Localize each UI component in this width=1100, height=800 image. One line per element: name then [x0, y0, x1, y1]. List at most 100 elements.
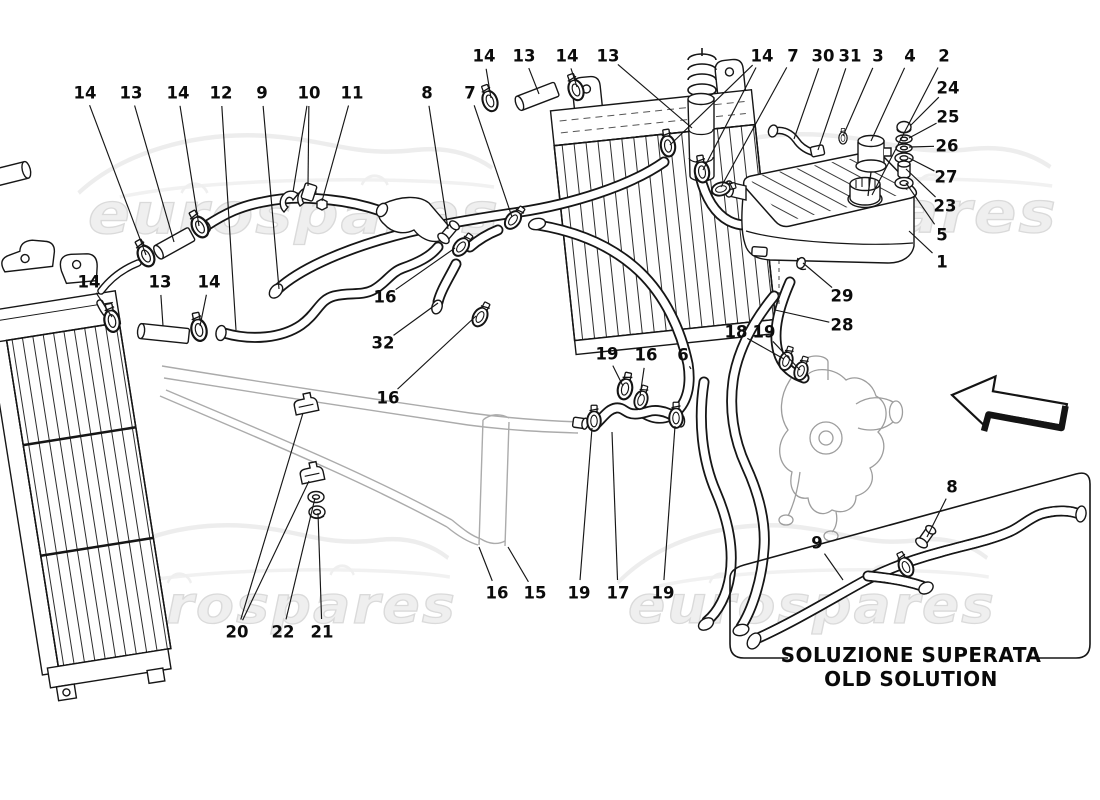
callout-leader	[134, 105, 175, 243]
pipe-clip	[293, 391, 320, 416]
callout-leader	[321, 105, 350, 202]
callout-label: 16	[377, 389, 400, 408]
fitting-15-end	[571, 416, 589, 430]
callout-leader	[669, 64, 754, 146]
callout-leader	[570, 68, 578, 88]
spring	[687, 48, 717, 97]
callout-leader	[870, 67, 906, 142]
callout-label: 14	[751, 47, 774, 66]
callout-label: 32	[372, 334, 395, 353]
callout-label: 13	[149, 273, 172, 292]
callout-leader	[871, 67, 939, 196]
callout-leader	[909, 96, 940, 127]
callout-label: 28	[831, 316, 854, 335]
callout-label: 2	[938, 47, 949, 66]
callout-leader	[824, 553, 844, 581]
callout-leader	[617, 64, 693, 129]
callout-label: 11	[341, 84, 364, 103]
callout-leader	[802, 262, 833, 289]
callout-leader	[639, 367, 645, 397]
callout-leader	[817, 68, 847, 151]
callout-leader	[611, 431, 619, 581]
callout-label: 25	[937, 108, 960, 127]
callout-label: 19	[568, 584, 591, 603]
inset-caption-line2: OLD SOLUTION	[824, 667, 998, 691]
callout-label: 5	[936, 226, 947, 245]
callout-label: 15	[524, 584, 547, 603]
callout-leader	[747, 337, 785, 360]
callout-label: 16	[374, 288, 397, 307]
callout-leader	[395, 247, 456, 291]
callout-leader	[95, 292, 113, 318]
callout-leader	[292, 105, 308, 193]
callout-label: 29	[831, 287, 854, 306]
y-junction-hose	[377, 196, 450, 243]
callout-leader	[528, 67, 540, 95]
callout-leader	[221, 105, 237, 331]
callout-label: 10	[298, 84, 321, 103]
callout-leader	[478, 546, 493, 582]
callout-leader	[688, 366, 692, 370]
callout-leader	[905, 182, 936, 225]
callout-label: 6	[677, 346, 688, 365]
callout-label: 13	[120, 84, 143, 103]
callout-leader	[317, 512, 323, 620]
callout-label: 7	[787, 47, 798, 66]
callout-leader	[199, 294, 207, 327]
callout-leader	[702, 67, 757, 171]
callout-leader	[160, 294, 164, 327]
callout-leader	[772, 341, 801, 371]
grommet	[307, 490, 326, 520]
callout-label: 1	[936, 253, 947, 272]
callout-label: 14	[167, 84, 190, 103]
callout-label: 14	[198, 273, 221, 292]
callout-label: 23	[934, 197, 957, 216]
callout-leader	[908, 157, 935, 172]
callout-leader	[393, 302, 439, 336]
callout-label: 30	[812, 47, 835, 66]
callout-leader	[908, 122, 937, 139]
fitting-8	[437, 220, 460, 245]
callout-leader	[473, 105, 513, 218]
inset-caption-line1: SOLUZIONE SUPERATA	[781, 643, 1042, 667]
callout-label: 19	[596, 345, 619, 364]
callout-leader	[428, 105, 449, 230]
callout-label: 8	[421, 84, 432, 103]
callout-label: 3	[872, 47, 883, 66]
left-radiator	[0, 239, 172, 702]
callout-label: 19	[753, 323, 776, 342]
callout-leader	[905, 168, 936, 198]
nut	[316, 198, 328, 211]
callout-label: 20	[226, 623, 249, 642]
callout-leader	[262, 105, 280, 290]
callout-label: 16	[635, 346, 658, 365]
callout-label: 17	[607, 584, 630, 603]
callout-leader	[612, 365, 624, 387]
callout-leader	[285, 497, 316, 620]
callout-leader	[908, 230, 933, 254]
callout-leader	[397, 315, 477, 390]
pipe-clip	[299, 460, 326, 485]
callout-label: 12	[210, 84, 233, 103]
callout-label: 9	[811, 534, 822, 553]
callout-leader	[307, 105, 310, 187]
callout-leader	[842, 67, 874, 137]
callout-leader	[793, 68, 820, 140]
callout-label: 24	[937, 79, 960, 98]
callout-leader	[240, 412, 304, 620]
inset-old-solution-box: SOLUZIONE SUPERATA OLD SOLUTION	[729, 472, 1091, 694]
callout-label: 9	[256, 84, 267, 103]
callout-leader	[774, 309, 830, 323]
connector-tubes	[0, 81, 560, 345]
pipe-bracket	[279, 182, 318, 214]
callout-label: 4	[904, 47, 915, 66]
callout-label: 7	[464, 84, 475, 103]
callout-label: 13	[597, 47, 620, 66]
callout-label: 14	[473, 47, 496, 66]
callout-label: 26	[936, 137, 959, 156]
direction-arrow	[950, 374, 1069, 432]
callout-label: 14	[78, 273, 101, 292]
